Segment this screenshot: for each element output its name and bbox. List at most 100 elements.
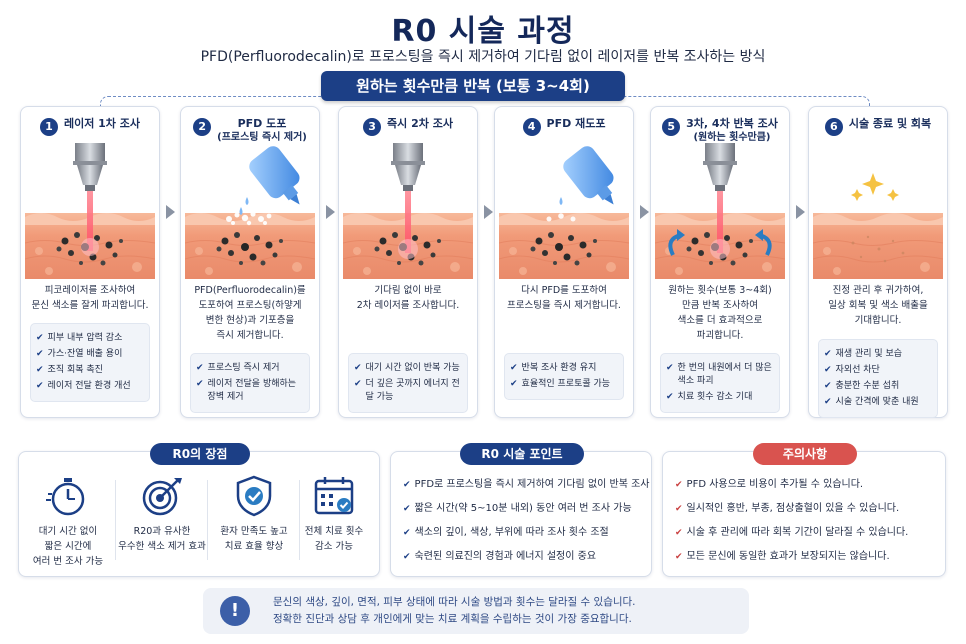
advantage-item: 전체 치료 횟수 감소 가능 [289,474,379,570]
step-4-card: 4 PFD 재도포 다시 PFD를 도포하여 프로스팅을 즉시 제거합니다. ✔… [494,106,634,418]
pfd-application-illustration [185,146,315,279]
step-1-card: 1 레이저 1차 조사 피코레이저를 조사하여 문신 색소를 잘게 파괴합니다.… [20,106,160,418]
calendar-icon [314,477,354,515]
repeat-laser-illustration [655,143,785,279]
step-3-card: 3 즉시 2차 조사 기다림 없이 바로 2차 레이저를 조사합니다. ✔대기 … [338,106,478,418]
check-item: ✔가스·잔열 배출 용이 [36,349,123,359]
point-item: ✔숙련된 의료진의 경험과 에너지 설정이 중요 [403,551,597,562]
check-icon: ✔ [354,363,362,373]
check-icon: ✔ [510,379,518,389]
step-checklist: ✔프로스팅 즉시 제거 ✔레이저 전달을 방해하는 장벽 제거 [190,353,310,413]
advantages-heading: R0의 장점 [150,443,250,465]
flow-arrow-icon [326,205,335,219]
check-icon: ✔ [403,480,411,490]
check-icon: ✔ [824,397,832,407]
check-item: ✔치료 횟수 감소 기대 [666,392,753,402]
caution-item: ✔일시적인 홍반, 부종, 점상출혈이 있을 수 있습니다. [675,503,900,514]
caution-item: ✔모든 문신에 동일한 효과가 보장되지는 않습니다. [675,551,890,562]
step-number-badge: 4 [522,118,541,136]
check-item: ✔한 번의 내원에서 더 많은 색소 파괴 [666,363,772,386]
cautions-panel: 주의사항 ✔PFD 사용으로 비용이 추가될 수 있습니다. ✔일시적인 홍반,… [662,443,946,577]
page-title: R0 시술 과정 [391,14,575,49]
shield-check-icon [236,475,272,517]
second-laser-illustration [343,143,473,279]
step-description: 다시 PFD를 도포하여 프로스팅을 즉시 제거합니다. [507,285,621,311]
check-icon: ✔ [824,349,832,359]
caution-item: ✔시술 후 관리에 따라 회복 기간이 달라질 수 있습니다. [675,527,909,538]
page-subtitle: PFD(Perfluorodecalin)로 프로스팅을 즉시 제거하여 기다림… [200,49,766,65]
step-title: 레이저 1차 조사 [63,117,141,130]
points-heading: R0 시술 포인트 [460,443,584,465]
step-description: 진정 관리 후 귀가하여, 일상 회복 및 색소 배출을 기대합니다. [828,285,928,326]
stopwatch-icon [46,478,85,516]
step-title: 3차, 4차 반복 조사 (원하는 횟수만큼) [686,117,778,143]
advantage-item: 환자 만족도 높고 치료 효율 향상 [209,474,299,570]
advantage-item: R20과 유사한 우수한 색소 제거 효과 [117,474,207,570]
step-checklist: ✔한 번의 내원에서 더 많은 색소 파괴 ✔치료 횟수 감소 기대 [660,353,780,413]
check-icon: ✔ [403,552,411,562]
step-6-card: 6 시술 종료 및 회복 진정 관리 후 귀가하여, 일상 회복 및 색소 배출… [808,106,948,418]
check-item: ✔효율적인 프로토콜 가능 [510,379,611,389]
check-item: ✔레이저 전달 환경 개선 [36,381,131,391]
step-title: 즉시 2차 조사 [387,117,453,130]
flow-arrow-icon [640,205,649,219]
step-title: 시술 종료 및 회복 [848,117,932,130]
flow-arrow-icon [484,205,493,219]
check-icon: ✔ [36,349,44,359]
sparkle-icon [851,173,899,201]
step-description: 원하는 횟수(보통 3~4회) 만큼 반복 조사하여 색소를 더 효과적으로 파… [668,285,772,341]
check-item: ✔피부 내부 압력 감소 [36,333,123,343]
check-item: ✔시술 간격에 맞춘 내원 [824,397,919,407]
recovery-illustration [813,173,943,279]
exclamation-icon: ! [220,596,250,626]
notice-line: 문신의 색상, 깊이, 면적, 피부 상태에 따라 시술 방법과 횟수는 달라질… [273,596,636,608]
point-item: ✔PFD로 프로스팅을 즉시 제거하여 기다림 없이 반복 조사 [403,479,650,490]
check-icon: ✔ [36,365,44,375]
check-icon: ✔ [824,381,832,391]
check-icon: ✔ [666,363,674,373]
check-icon: ✔ [675,528,683,538]
check-icon: ✔ [824,365,832,375]
step-checklist: ✔반복 조사 환경 유지 ✔효율적인 프로토콜 가능 [504,353,624,400]
step-title: PFD 재도포 [546,117,606,130]
check-item: ✔레이저 전달을 방해하는 장벽 제거 [196,379,297,402]
step-description: 피코레이저를 조사하여 문신 색소를 잘게 파괴합니다. [31,285,149,311]
flow-arrow-icon [166,205,175,219]
check-icon: ✔ [510,363,518,373]
step-checklist: ✔대기 시간 없이 반복 가능 ✔더 깊은 곳까지 에너지 전달 가능 [348,353,468,413]
check-icon: ✔ [403,528,411,538]
step-2-card: 2 PFD 도포 (프로스팅 즉시 제거) PFD(Perfluorodecal… [180,106,320,418]
check-item: ✔충분한 수분 섭취 [824,381,900,391]
check-icon: ✔ [354,379,362,389]
flow-arrow-icon [796,205,805,219]
check-item: ✔대기 시간 없이 반복 가능 [354,363,460,373]
pfd-reapplication-illustration [499,146,629,279]
point-item: ✔색소의 깊이, 색상, 부위에 따라 조사 횟수 조절 [403,527,609,538]
target-icon [142,478,182,516]
notice-box: ! 문신의 색상, 깊이, 면적, 피부 상태에 따라 시술 방법과 횟수는 달… [203,588,749,634]
laser-treatment-illustration [25,143,155,279]
caution-item: ✔PFD 사용으로 비용이 추가될 수 있습니다. [675,479,864,490]
step-number-badge: 3 [363,118,382,136]
check-item: ✔조직 회복 촉진 [36,365,103,375]
check-icon: ✔ [403,504,411,514]
check-icon: ✔ [666,392,674,402]
check-icon: ✔ [675,504,683,514]
step-number-badge: 2 [193,118,212,136]
step-title: PFD 도포 (프로스팅 즉시 제거) [217,117,307,143]
step-checklist: ✔재생 관리 및 보습 ✔자외선 차단 ✔충분한 수분 섭취 ✔시술 간격에 맞… [818,339,938,418]
step-number-badge: 5 [662,118,681,136]
step-5-card: 5 3차, 4차 반복 조사 (원하는 횟수만큼) 원하는 횟수(보통 3~4회… [650,106,790,418]
step-number-badge: 1 [39,118,58,136]
repeat-banner: 원하는 횟수만큼 반복 (보통 3~4회) [321,71,625,101]
check-icon: ✔ [36,381,44,391]
check-icon: ✔ [196,379,204,389]
cautions-heading: 주의사항 [753,443,857,465]
check-icon: ✔ [675,552,683,562]
step-number-badge: 6 [824,118,843,136]
advantage-item: 대기 시간 없이 짧은 시간에 여러 번 조사 가능 [23,474,113,570]
step-description: PFD(Perfluorodecalin)를 도포하여 프로스팅(하얗게 변한 … [194,285,306,341]
step-description: 기다림 없이 바로 2차 레이저를 조사합니다. [356,285,460,311]
points-panel: R0 시술 포인트 ✔PFD로 프로스팅을 즉시 제거하여 기다림 없이 반복 … [390,443,652,577]
notice-line: 정확한 진단과 상담 후 개인에게 맞는 치료 계획을 수립하는 것이 가장 중… [273,613,632,625]
